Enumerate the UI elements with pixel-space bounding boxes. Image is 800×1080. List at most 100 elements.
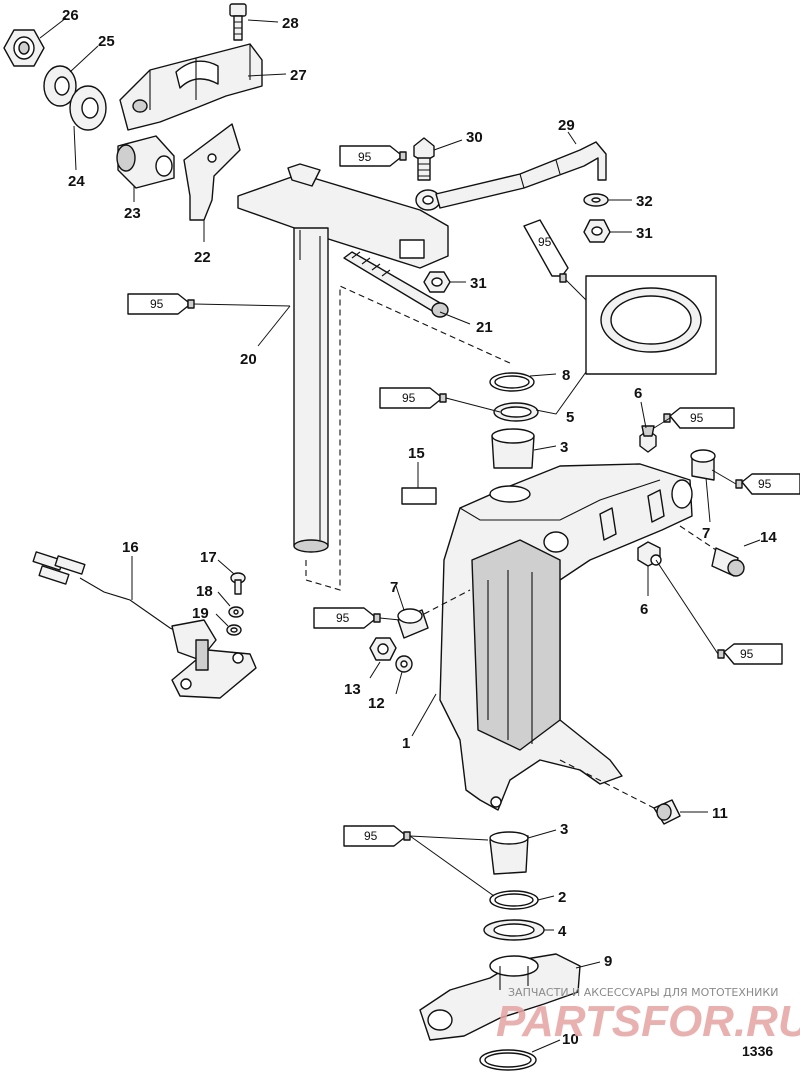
callout-6b: 6 — [640, 601, 648, 618]
callout-5: 5 — [566, 409, 574, 426]
part-12-washer — [395, 655, 413, 673]
callout-13: 13 — [344, 681, 361, 698]
part-31-nut-lower — [583, 219, 611, 243]
callout-2: 2 — [558, 889, 566, 906]
part-26-nut — [3, 29, 45, 67]
callout-labels: 26 25 24 28 27 23 22 30 29 32 31 31 21 2… — [62, 7, 777, 1048]
lubricant-tube-30: 95 — [339, 145, 407, 167]
part-2-ring — [489, 890, 539, 910]
callout-31b: 31 — [636, 225, 653, 242]
svg-text:95: 95 — [358, 150, 372, 164]
part-13-nut — [369, 637, 397, 661]
part-5-seal — [493, 402, 539, 422]
part-4-seal — [483, 919, 545, 941]
lubricant-tube-5: 95 — [379, 387, 447, 409]
part-3-bushing-upper — [491, 428, 535, 469]
part-11-bolt — [653, 799, 681, 825]
part-28-bolt — [229, 3, 247, 41]
lubricant-tube-7-left: 95 — [313, 607, 381, 629]
callout-26: 26 — [62, 7, 79, 24]
callout-15: 15 — [408, 445, 425, 462]
callout-16: 16 — [122, 539, 139, 556]
callout-31a: 31 — [470, 275, 487, 292]
lubricant-tube-6-upper: 95 — [663, 407, 735, 429]
callout-9: 9 — [604, 953, 612, 970]
watermark-brand: PARTSFOR.RU — [496, 997, 800, 1046]
part-31-nut-upper — [423, 271, 451, 293]
callout-3b: 3 — [560, 821, 568, 838]
alignment-line-bushing — [423, 589, 471, 615]
lubricant-tube-7-right: 95 — [735, 473, 800, 495]
lubricant-tube-6-lower: 95 — [717, 643, 783, 665]
part-22-bracket — [183, 123, 241, 221]
part-14-bolt — [711, 547, 745, 577]
lubricant-tube-seal: 95 — [523, 219, 569, 283]
callout-7a: 7 — [390, 579, 398, 596]
lubricant-tube-20: 95 — [127, 293, 195, 315]
part-6-fitting-upper — [639, 425, 657, 453]
part-7-bushing-left — [397, 608, 429, 639]
part-24-washer — [69, 85, 107, 131]
part-15-label — [401, 487, 437, 505]
svg-text:95: 95 — [740, 647, 754, 661]
part-7-bushing-right — [690, 449, 716, 481]
svg-text:95: 95 — [538, 235, 552, 249]
part-17-screw — [230, 572, 246, 595]
part-29-link-rod — [415, 141, 607, 211]
callout-24: 24 — [68, 173, 85, 190]
callout-7b: 7 — [702, 525, 710, 542]
callout-29: 29 — [558, 117, 575, 134]
callout-21: 21 — [476, 319, 493, 336]
callout-18: 18 — [196, 583, 213, 600]
callout-28: 28 — [282, 15, 299, 32]
callout-10: 10 — [562, 1031, 579, 1048]
part-21-bolt — [343, 251, 449, 318]
svg-text:95: 95 — [402, 391, 416, 405]
callout-32: 32 — [636, 193, 653, 210]
callout-27: 27 — [290, 67, 307, 84]
part-10-ring — [479, 1049, 537, 1071]
callout-11: 11 — [712, 805, 728, 822]
part-32-washer — [583, 193, 609, 207]
alignment-line-shaft — [305, 285, 513, 591]
part-27-clamp — [119, 43, 263, 131]
svg-text:95: 95 — [758, 477, 772, 491]
figure-number: 1336 — [742, 1043, 773, 1059]
part-30-bolt — [413, 137, 435, 181]
callout-25: 25 — [98, 33, 115, 50]
alignment-line-bolt14 — [679, 525, 717, 551]
svg-text:95: 95 — [150, 297, 164, 311]
callout-19: 19 — [192, 605, 209, 622]
callout-20: 20 — [240, 351, 257, 368]
part-19-washer — [226, 624, 242, 636]
callout-30: 30 — [466, 129, 483, 146]
part-16-trim-sender — [32, 551, 257, 699]
callout-1: 1 — [402, 735, 410, 752]
callout-4: 4 — [558, 923, 567, 940]
part-3-bushing-lower — [489, 831, 529, 875]
part-23-bushing — [116, 135, 175, 189]
callout-17: 17 — [200, 549, 217, 566]
part-20-swivel-shaft — [237, 163, 449, 553]
callout-12: 12 — [368, 695, 385, 712]
part-1-swivel-bracket — [439, 463, 693, 811]
seal-detail-box — [585, 275, 717, 375]
callout-6a: 6 — [634, 385, 642, 402]
part-25-washer — [43, 65, 77, 107]
callout-14: 14 — [760, 529, 777, 546]
watermark-tagline: ЗАПЧАСТИ И АКСЕССУАРЫ ДЛЯ МОТОТЕХНИКИ — [508, 986, 778, 999]
part-18-washer — [228, 606, 244, 618]
svg-text:95: 95 — [336, 611, 350, 625]
svg-text:95: 95 — [690, 411, 704, 425]
callout-22: 22 — [194, 249, 211, 266]
alignment-line-bolt11 — [559, 759, 655, 809]
callout-3a: 3 — [560, 439, 568, 456]
part-9-steering-yoke — [419, 953, 581, 1041]
lubricant-tube-lower: 95 — [343, 825, 411, 847]
leader-lines — [39, 17, 761, 1053]
svg-text:95: 95 — [364, 829, 378, 843]
part-8-ring — [489, 372, 535, 392]
callout-8: 8 — [562, 367, 570, 384]
callout-23: 23 — [124, 205, 141, 222]
